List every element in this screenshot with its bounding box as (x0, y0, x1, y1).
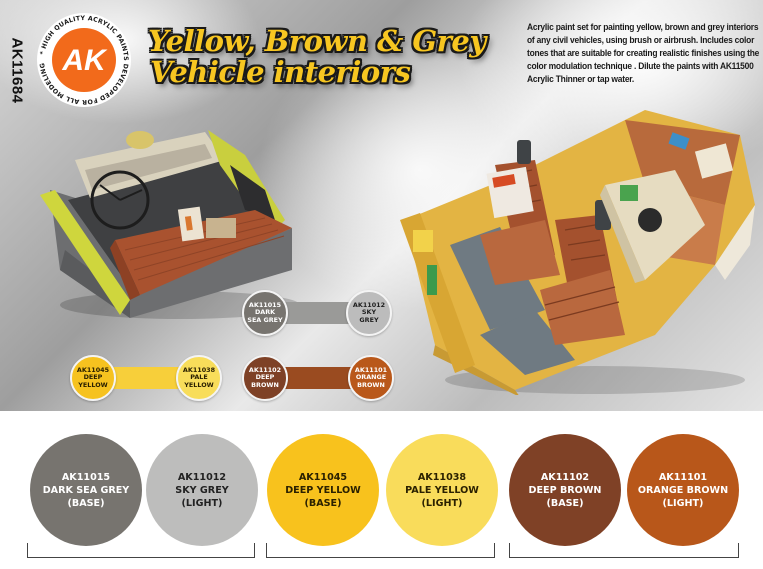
ak-logo: * HIGH QUALITY ACRYLIC PAINTS DEVELOPED … (33, 7, 132, 108)
title-line-1: Yellow, Brown & Grey (148, 24, 486, 58)
chip-sky-grey: AK11012 SKY GREY (346, 290, 392, 336)
swatch-label: AK11101 ORANGE BROWN (LIGHT) (637, 471, 729, 509)
swatch-pale-yellow: AK11038 PALE YELLOW (LIGHT) (386, 434, 498, 546)
chip-orange-brown: AK11101 ORANGE BROWN (348, 355, 394, 401)
chip-deep-brown: AK11102 DEEP BROWN (242, 355, 288, 401)
product-code: AK11684 (2, 30, 32, 110)
van-interior-photo (400, 110, 755, 395)
pickup-interior-photo (40, 130, 298, 319)
product-description: Acrylic paint set for painting yellow, b… (527, 22, 760, 84)
swatch-label: AK11038 PALE YELLOW (LIGHT) (405, 471, 479, 509)
swatch-label: AK11012 SKY GREY (LIGHT) (175, 471, 229, 509)
product-code-text: AK11684 (8, 36, 26, 104)
connector-pair-brown: AK11102 DEEP BROWN AK11101 ORANGE BROWN (242, 355, 394, 401)
chip-pale-yellow: AK11038 PALE YELLOW (176, 355, 222, 401)
title-line-2: Vehicle interiors (150, 55, 411, 89)
bracket-yellow-group (266, 543, 495, 558)
bracket-grey-group (27, 543, 255, 558)
connector-pair-grey: AK11015 DARK SEA GREY AK11012 SKY GREY (242, 290, 392, 336)
connector-bar-grey (272, 302, 362, 324)
swatch-label: AK11102 DEEP BROWN (BASE) (528, 471, 602, 509)
connector-bar-brown (272, 367, 364, 389)
hero-banner: AK11684 * HIGH QUALITY ACRYLIC PAINTS DE… (0, 0, 763, 411)
swatch-orange-brown: AK11101 ORANGE BROWN (LIGHT) (627, 434, 739, 546)
connector-pair-yellow: AK11045 DEEP YELLOW AK11038 PALE YELLOW (70, 355, 222, 401)
chip-dark-sea-grey: AK11015 DARK SEA GREY (242, 290, 288, 336)
swatch-dark-sea-grey: AK11015 DARK SEA GREY (BASE) (30, 434, 142, 546)
ak-logo-icon: * HIGH QUALITY ACRYLIC PAINTS DEVELOPED … (33, 7, 131, 107)
swatch-sky-grey: AK11012 SKY GREY (LIGHT) (146, 434, 258, 546)
logo-letters: AK (61, 44, 108, 77)
page-title: Yellow, Brown & Grey Vehicle interiors (148, 26, 508, 88)
swatch-deep-yellow: AK11045 DEEP YELLOW (BASE) (267, 434, 379, 546)
connector-bar-yellow (100, 367, 192, 389)
swatch-label: AK11015 DARK SEA GREY (BASE) (42, 471, 130, 509)
chip-deep-yellow: AK11045 DEEP YELLOW (70, 355, 116, 401)
swatch-label: AK11045 DEEP YELLOW (BASE) (285, 471, 361, 509)
bracket-brown-group (509, 543, 739, 558)
swatch-deep-brown: AK11102 DEEP BROWN (BASE) (509, 434, 621, 546)
